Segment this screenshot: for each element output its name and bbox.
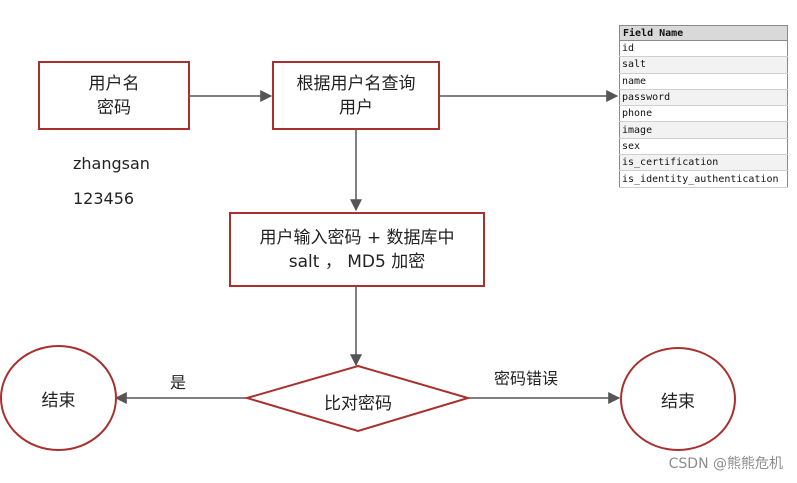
field-row: password bbox=[619, 89, 788, 107]
hash-label-line1: 用户输入密码 + 数据库中 bbox=[259, 227, 455, 248]
field-row: sex bbox=[619, 138, 788, 156]
field-row: salt bbox=[619, 56, 788, 74]
field-row: is_identity_authentication bbox=[619, 170, 788, 188]
field-row: image bbox=[619, 121, 788, 139]
field-row: name bbox=[619, 73, 788, 90]
compare-diamond-shape bbox=[243, 364, 472, 433]
field-row: id bbox=[619, 40, 788, 58]
credentials-label-password: 密码 bbox=[97, 97, 131, 118]
query-user-box: 根据用户名查询 用户 bbox=[272, 61, 440, 130]
query-user-label-line1: 根据用户名查询 bbox=[296, 73, 416, 94]
edge-label-wrong-password: 密码错误 bbox=[494, 369, 559, 388]
end-left-label: 结束 bbox=[41, 390, 76, 411]
example-username: zhangsan bbox=[73, 154, 150, 173]
end-right-label: 结束 bbox=[661, 391, 695, 412]
end-node-right: 结束 bbox=[620, 347, 736, 451]
hash-box: 用户输入密码 + 数据库中 salt ， MD5 加密 bbox=[229, 212, 485, 287]
compare-diamond-label: 比对密码 bbox=[324, 393, 392, 414]
example-password: 123456 bbox=[73, 189, 135, 208]
field-row: is_certification bbox=[619, 154, 788, 172]
hash-label-line2: salt ， MD5 加密 bbox=[288, 251, 426, 272]
credentials-label-username: 用户名 bbox=[88, 73, 140, 94]
credentials-box: 用户名 密码 bbox=[38, 61, 190, 130]
edge-label-yes: 是 bbox=[170, 373, 187, 392]
end-node-left: 结束 bbox=[0, 345, 117, 451]
user-field-table: Field Name id salt name password phone i… bbox=[619, 25, 788, 188]
field-row: phone bbox=[619, 105, 788, 123]
query-user-label-line2: 用户 bbox=[339, 97, 373, 118]
field-table-header: Field Name bbox=[619, 25, 788, 41]
watermark: CSDN @熊熊危机 bbox=[668, 456, 783, 472]
